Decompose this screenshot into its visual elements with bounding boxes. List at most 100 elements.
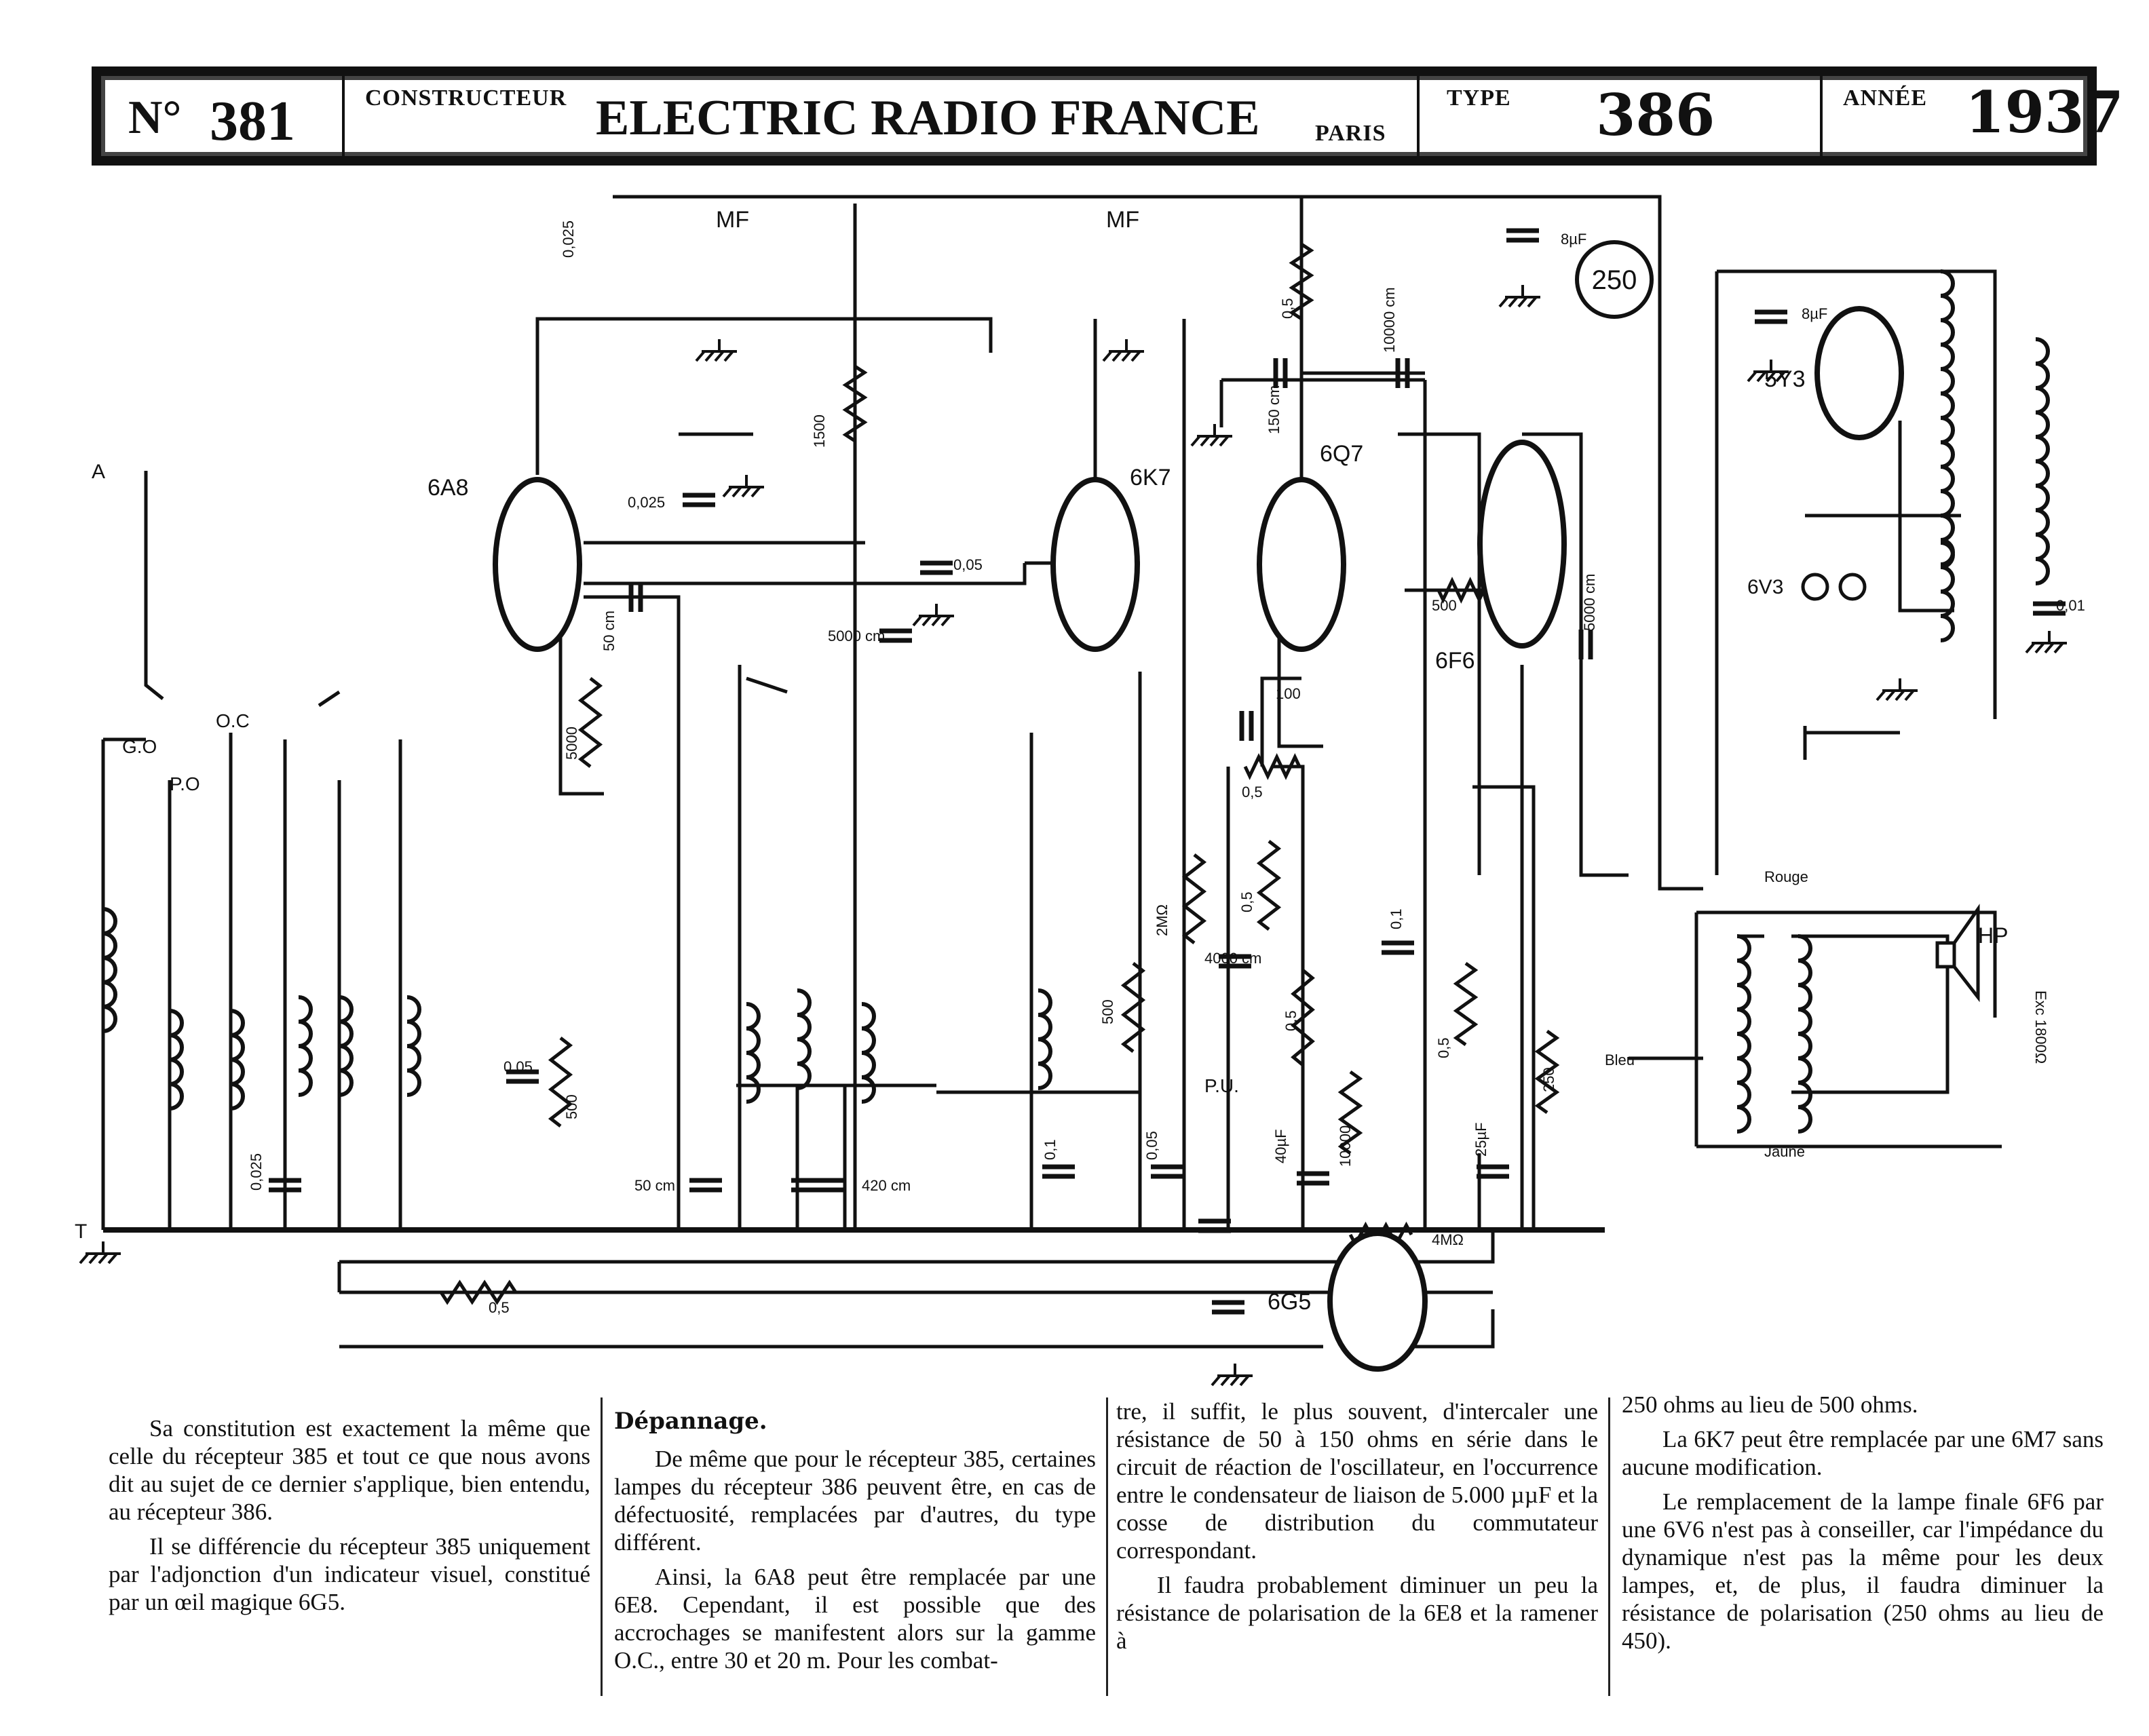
capacitor-icon — [812, 1178, 844, 1193]
paragraph: Il faudra probablement diminuer un peu l… — [1116, 1572, 1598, 1654]
value-label: 1500 — [811, 414, 828, 448]
capacitor-icon — [1578, 630, 1593, 659]
capacitor-icon — [1297, 1171, 1329, 1186]
coil-icon — [1038, 988, 1052, 1090]
value-label: 40µF — [1272, 1129, 1289, 1163]
paragraph: tre, il suffit, le plus souvent, d'inter… — [1116, 1398, 1598, 1564]
tubes — [493, 240, 1980, 1372]
value-label: 8µF — [1802, 305, 1827, 322]
column-divider — [1608, 1397, 1610, 1696]
coil-icon — [1940, 541, 1955, 642]
section-heading: Dépannage. — [614, 1408, 767, 1435]
value-label: 0,5 — [1238, 891, 1255, 912]
column-divider — [601, 1397, 603, 1696]
resistor-icon — [548, 1037, 573, 1127]
value-label: 8µF — [1561, 231, 1586, 248]
constructeur-name: ELECTRIC RADIO FRANCE — [596, 90, 1260, 146]
label-6v3: 6V3 — [1747, 576, 1783, 598]
capacitor-icon — [683, 493, 715, 507]
pilot-lamp-2 — [1838, 573, 1867, 601]
title-block: N° 381 CONSTRUCTEUR ELECTRIC RADIO FRANC… — [92, 66, 2124, 166]
resistor-icon — [1181, 853, 1207, 944]
capacitor-icon — [1755, 309, 1787, 324]
speaker-cone-icon — [1935, 904, 1980, 1003]
type-value: 386 — [1596, 81, 1715, 149]
value-label: 4000 cm — [1204, 950, 1261, 967]
value-label: 4MΩ — [1432, 1231, 1464, 1248]
capacitor-icon — [1273, 358, 1288, 388]
value-label: 0,05 — [1143, 1131, 1160, 1160]
value-label: 0,1 — [1042, 1139, 1059, 1160]
capacitor-icon — [1151, 1164, 1183, 1179]
capacitor-icon — [628, 582, 643, 612]
value-label: 500 — [1432, 597, 1457, 614]
ground-icon — [695, 339, 737, 362]
capacitor-icon — [1506, 228, 1539, 243]
coil-icon — [1940, 269, 1955, 396]
wires — [101, 195, 2002, 1349]
value-label: 0,1 — [1388, 908, 1405, 929]
pilot-lamp-1 — [1801, 573, 1829, 601]
label-hp: HP — [1978, 923, 2008, 948]
coil-icon — [797, 988, 812, 1090]
label-pu: P.U. — [1204, 1075, 1239, 1096]
labels: 6A8 6K7 6Q7 6F6 5Y3 6G5 6V3 MF MF 250 A … — [75, 207, 2049, 1315]
label-exc: Exc 1800Ω — [2032, 990, 2049, 1064]
ground-icon — [1498, 285, 1540, 308]
label-bleu: Bleu — [1605, 1052, 1635, 1068]
annee-label: ANNÉE — [1843, 85, 1928, 111]
capacitor-icon — [1382, 940, 1414, 955]
text-column-4: 250 ohms au lieu de 500 ohms. La 6K7 peu… — [1622, 1391, 2104, 1661]
label-po: P.O — [170, 773, 200, 794]
value-label: 0,5 — [1282, 1010, 1299, 1031]
type-label: TYPE — [1447, 85, 1511, 111]
tube-6g5 — [1327, 1231, 1428, 1372]
ground-icon — [722, 475, 764, 498]
coil-icon — [102, 907, 117, 1033]
capacitor-icon — [2033, 601, 2066, 616]
tube-6q7 — [1257, 477, 1346, 652]
city: PARIS — [1315, 121, 1386, 146]
label-6g5: 6G5 — [1268, 1289, 1311, 1315]
value-label: 0,025 — [248, 1153, 265, 1191]
value-label: 50 cm — [634, 1177, 675, 1194]
ground-icon — [912, 604, 954, 627]
value-label: 0,05 — [503, 1058, 533, 1075]
capacitor-icon — [920, 560, 953, 575]
coil-icon — [1736, 934, 1751, 1134]
coil-icon — [169, 1009, 184, 1111]
paragraph: Sa constitution est exactement la même q… — [109, 1415, 590, 1525]
paragraph: Il se différencie du récepteur 385 uniqu… — [109, 1533, 590, 1615]
coil-icon — [230, 1009, 245, 1111]
coil-icon — [1940, 391, 1955, 566]
number-cell: N° 381 — [101, 76, 345, 156]
value-label: 0,05 — [953, 556, 983, 573]
value-label: 420 cm — [862, 1177, 911, 1194]
text-column-2: Dépannage. De même que pour le récepteur… — [614, 1408, 1096, 1681]
text-column-3: tre, il suffit, le plus souvent, d'inter… — [1116, 1397, 1598, 1661]
value-label: 2MΩ — [1154, 904, 1171, 936]
coil-icon — [746, 1002, 761, 1104]
capacitor-icon — [1239, 711, 1254, 741]
capacitor-icon — [1042, 1164, 1075, 1179]
value-label: 500 — [1099, 999, 1116, 1024]
number: 381 — [210, 90, 295, 153]
value-label: 5000 cm — [828, 628, 885, 644]
value-label: 5000 cm — [1581, 574, 1598, 631]
value-label: 0,5 — [1435, 1037, 1452, 1058]
constructeur-cell: CONSTRUCTEUR ELECTRIC RADIO FRANCE PARIS — [345, 76, 1420, 156]
label-antenna: A — [92, 461, 105, 483]
type-cell: TYPE 386 — [1420, 76, 1823, 156]
ground-icon — [2025, 631, 2067, 654]
components — [79, 228, 2067, 1387]
label-mf2: MF — [1106, 207, 1139, 233]
resistor-icon — [1337, 1070, 1363, 1155]
resistor-icon — [1291, 969, 1315, 1066]
capacitor-icon — [1219, 954, 1251, 969]
capacitor-icon — [1395, 358, 1410, 388]
tube-6k7 — [1050, 477, 1140, 652]
value-label: 0,025 — [628, 494, 665, 511]
coil-icon — [2035, 337, 2050, 585]
capacitor-icon — [689, 1178, 722, 1193]
resistor-icon — [1289, 242, 1314, 321]
